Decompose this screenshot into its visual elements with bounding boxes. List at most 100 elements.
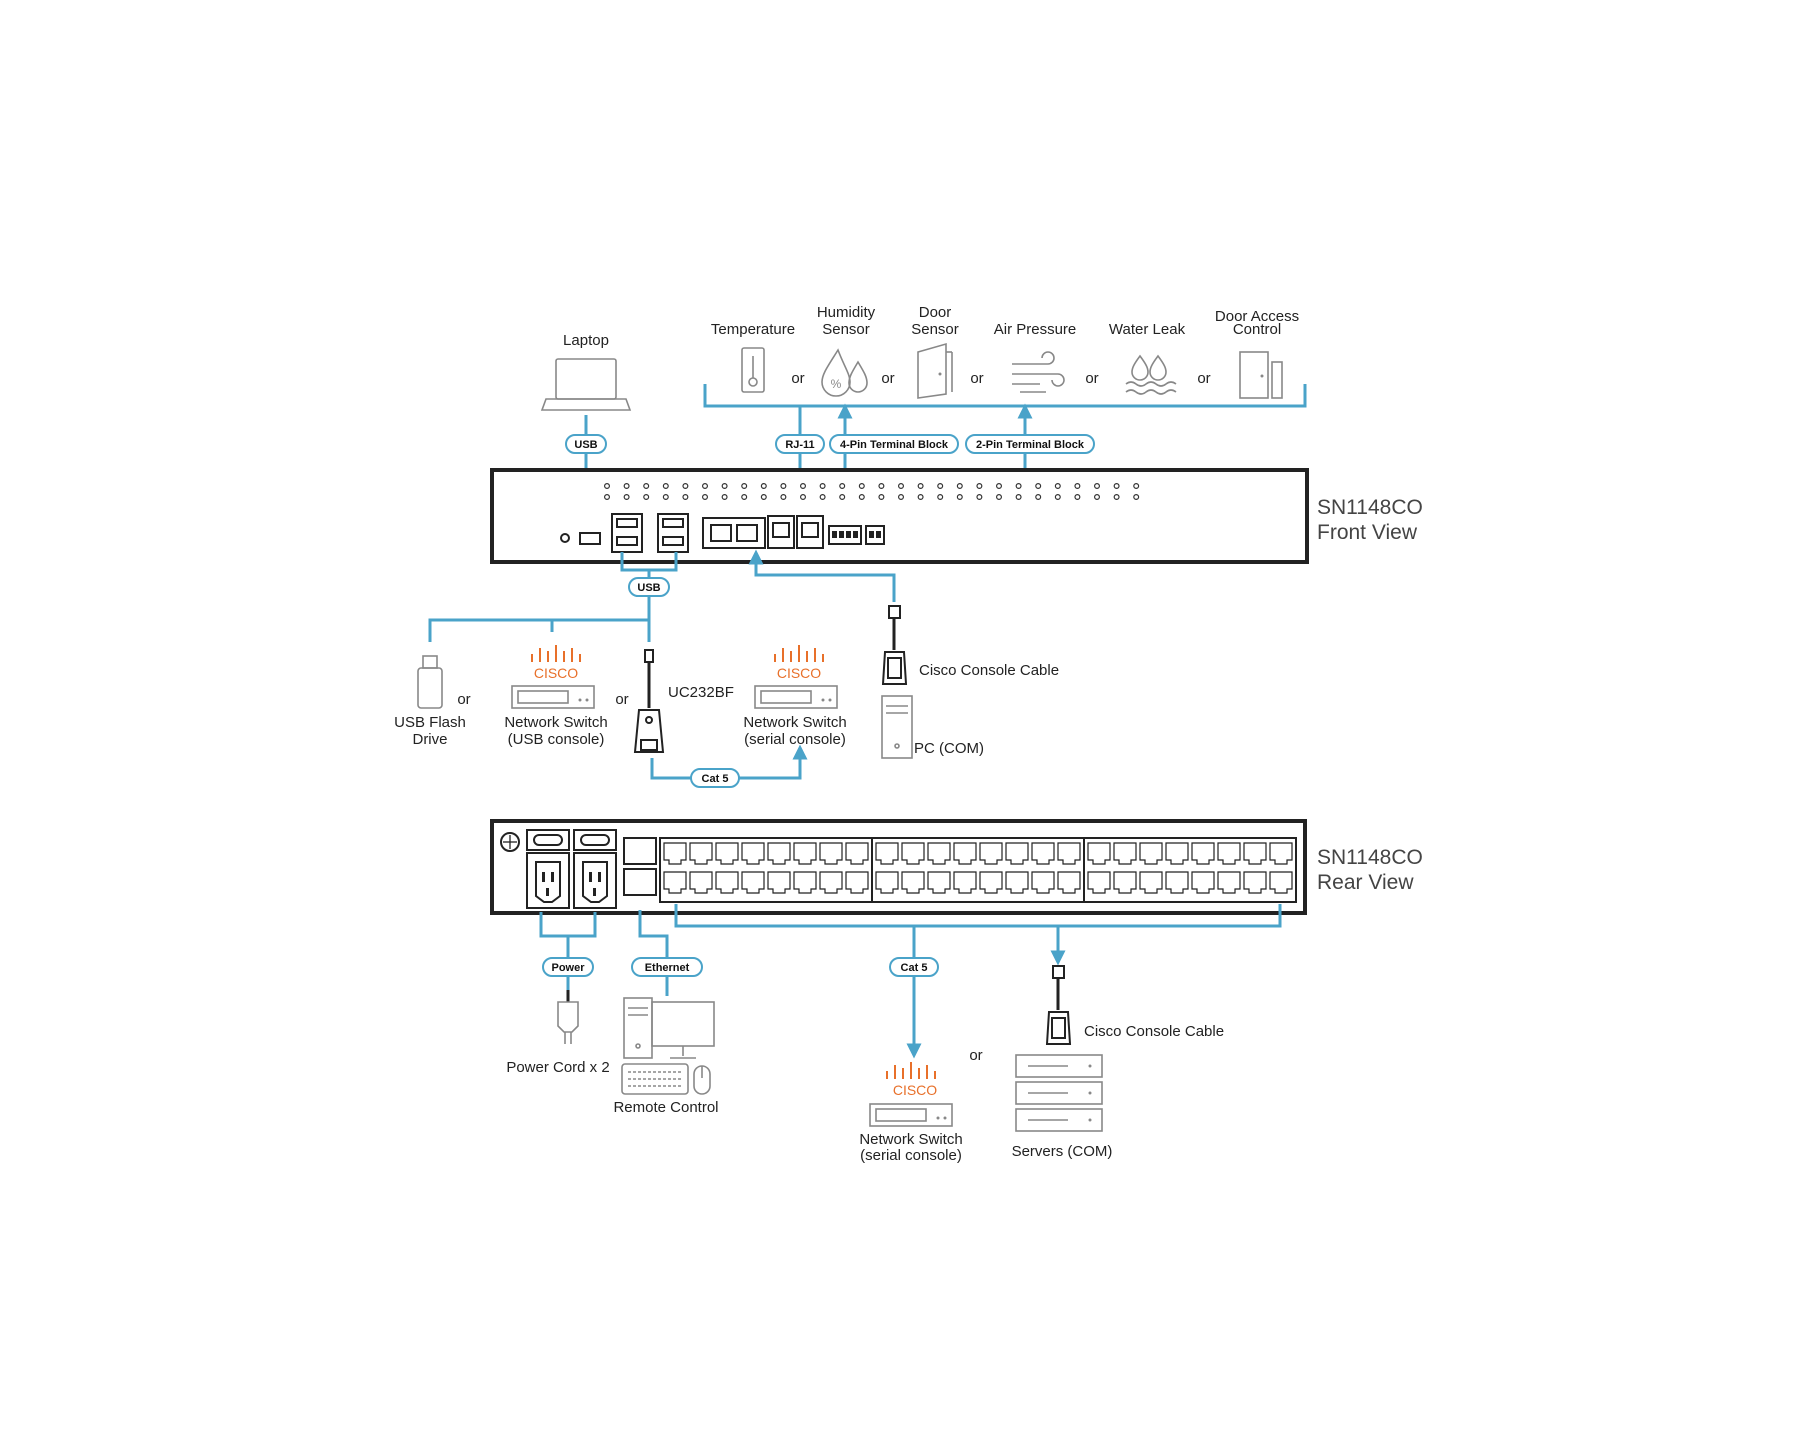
front-vents bbox=[603, 483, 1140, 501]
power-link bbox=[539, 912, 597, 990]
remote-computer-icon bbox=[623, 997, 715, 1059]
rj45-serial-port bbox=[793, 871, 817, 894]
ethernet-link bbox=[638, 910, 669, 996]
rj45-serial-port bbox=[1139, 842, 1163, 865]
rj45-serial-port bbox=[741, 842, 765, 865]
vent-hole bbox=[721, 494, 728, 501]
vent-hole bbox=[819, 494, 826, 501]
switch-serial-label-1: Network Switch bbox=[743, 714, 846, 731]
rj45-serial-port bbox=[1113, 842, 1137, 865]
rj45-serial-port bbox=[1243, 842, 1267, 865]
svg-text:2-Pin Terminal Block: 2-Pin Terminal Block bbox=[976, 439, 1085, 451]
usb-flash-label-2: Drive bbox=[412, 731, 447, 748]
rj45-serial-port bbox=[875, 842, 899, 865]
rj45-serial-port bbox=[689, 842, 713, 865]
or-label: or bbox=[791, 370, 804, 387]
rj45-serial-port bbox=[1269, 842, 1293, 865]
uc232bf-adapter-icon bbox=[633, 649, 665, 753]
rj45-serial-port bbox=[1191, 842, 1215, 865]
usb-flash-drive-icon bbox=[417, 655, 443, 709]
power-inlets bbox=[526, 852, 617, 909]
console-cable-label: Cisco Console Cable bbox=[919, 662, 1059, 679]
vent-hole bbox=[721, 483, 728, 490]
door-icon bbox=[917, 342, 953, 399]
vent-hole bbox=[1093, 483, 1100, 490]
rj11-pill: RJ-11 bbox=[775, 434, 825, 454]
vent-hole bbox=[780, 483, 787, 490]
vent-hole bbox=[1015, 494, 1022, 501]
vent-hole bbox=[701, 494, 708, 501]
remote-control-label: Remote Control bbox=[613, 1099, 718, 1116]
water-leak-icon bbox=[1125, 354, 1177, 395]
door-access-label-1: Door Access bbox=[1215, 308, 1299, 325]
vent-hole bbox=[780, 494, 787, 501]
vent-hole bbox=[741, 494, 748, 501]
rj45-serial-port bbox=[1139, 871, 1163, 894]
rj45-serial-port bbox=[875, 871, 899, 894]
svg-text:Power: Power bbox=[551, 962, 585, 974]
console-ports bbox=[702, 517, 766, 549]
or-label: or bbox=[457, 691, 470, 708]
server-rack-icon bbox=[1015, 1054, 1103, 1132]
vent-hole bbox=[1054, 494, 1061, 501]
4pin-terminal-block bbox=[828, 525, 862, 545]
rj45-serial-port bbox=[1217, 871, 1241, 894]
vent-hole bbox=[976, 494, 983, 501]
vent-hole bbox=[1133, 483, 1140, 490]
vent-hole bbox=[662, 494, 669, 501]
vent-hole bbox=[1074, 494, 1081, 501]
vent-hole bbox=[1133, 494, 1140, 501]
rj45-serial-port bbox=[767, 871, 791, 894]
vent-hole bbox=[799, 483, 806, 490]
door-access-label-2: Control bbox=[1233, 321, 1281, 338]
svg-text:RJ-11: RJ-11 bbox=[785, 439, 814, 451]
vent-hole bbox=[917, 483, 924, 490]
rj45-serial-port bbox=[979, 871, 1003, 894]
vent-hole bbox=[1113, 494, 1120, 501]
rj45-serial-port bbox=[953, 871, 977, 894]
rj45-serial-port bbox=[741, 871, 765, 894]
console-cable-icon bbox=[881, 605, 908, 685]
rj45-serial-port bbox=[663, 871, 687, 894]
svg-text:4-Pin Terminal Block: 4-Pin Terminal Block bbox=[840, 439, 949, 451]
vent-hole bbox=[701, 483, 708, 490]
svg-text:Cat 5: Cat 5 bbox=[702, 773, 729, 785]
vent-hole bbox=[682, 494, 689, 501]
rj45-serial-port bbox=[1165, 871, 1189, 894]
switch-serial-label-2: (serial console) bbox=[744, 731, 846, 748]
vent-hole bbox=[1054, 483, 1061, 490]
vent-hole bbox=[956, 494, 963, 501]
usb-ports bbox=[611, 513, 689, 553]
vent-hole bbox=[1015, 483, 1022, 490]
hdmi-port bbox=[579, 532, 601, 545]
rj45-serial-port bbox=[1087, 871, 1111, 894]
vent-hole bbox=[956, 483, 963, 490]
vent-hole bbox=[995, 494, 1002, 501]
vent-hole bbox=[878, 494, 885, 501]
rj45-serial-port bbox=[819, 842, 843, 865]
door-label-1: Door bbox=[919, 304, 952, 321]
humidity-label-2: Sensor bbox=[822, 321, 870, 338]
vent-hole bbox=[839, 494, 846, 501]
vent-hole bbox=[682, 483, 689, 490]
svg-text:%: % bbox=[831, 377, 842, 391]
air-pressure-label: Air Pressure bbox=[994, 321, 1077, 338]
network-switch-icon bbox=[869, 1103, 953, 1127]
front-model-label: SN1148CO bbox=[1317, 496, 1423, 519]
rj45-serial-port bbox=[1191, 871, 1215, 894]
or-label: or bbox=[1197, 370, 1210, 387]
rear-chassis bbox=[490, 819, 1307, 915]
pc-tower-icon bbox=[881, 695, 913, 759]
switch-usb-label-2: (USB console) bbox=[508, 731, 605, 748]
svg-text:USB: USB bbox=[637, 582, 660, 594]
power-plug-icon bbox=[557, 990, 579, 1044]
rj45-serial-port bbox=[927, 842, 951, 865]
water-leak-label: Water Leak bbox=[1109, 321, 1186, 338]
rj45-serial-port bbox=[901, 871, 925, 894]
usb-flash-label-1: USB Flash bbox=[394, 714, 466, 731]
network-switch-icon bbox=[511, 685, 595, 709]
rj45-serial-port bbox=[979, 842, 1003, 865]
humidity-label-1: Humidity bbox=[817, 304, 876, 321]
power-cord-label: Power Cord x 2 bbox=[506, 1059, 609, 1076]
usb-top-pill: USB bbox=[565, 434, 607, 454]
